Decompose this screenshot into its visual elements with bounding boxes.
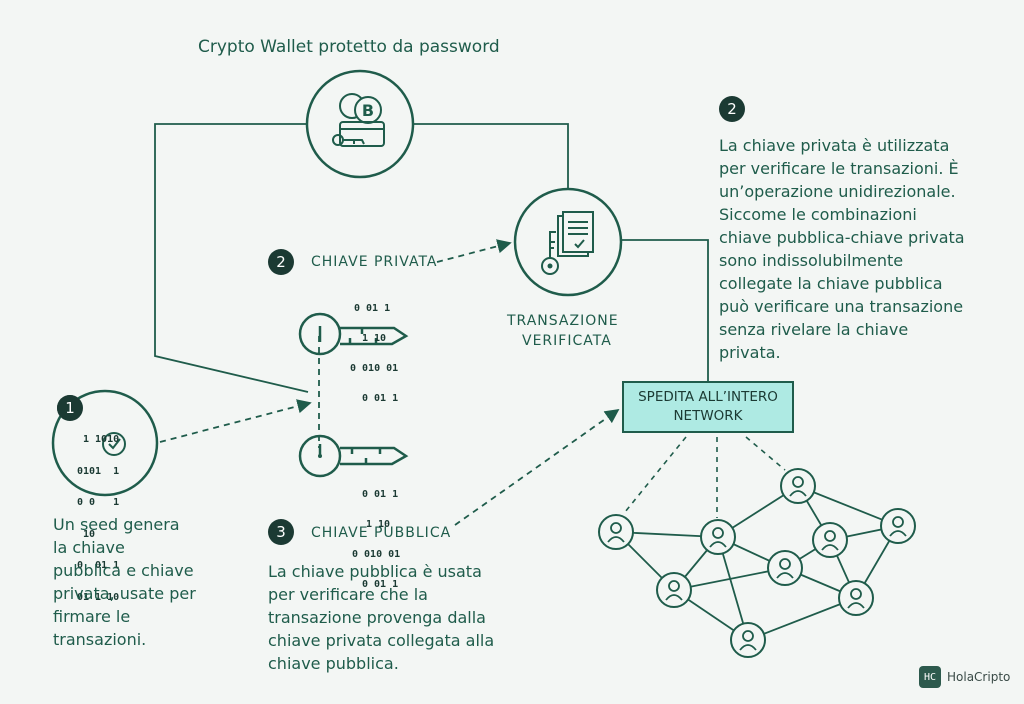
- seed-description-line: firmare le: [53, 607, 131, 626]
- public-key-binary-row: 0 01 1: [362, 579, 399, 590]
- seed-binary-row: 01 1 10: [77, 591, 120, 603]
- seed-arrow: [159, 399, 312, 443]
- peer-node-icon: [598, 514, 634, 550]
- peer-node-icon: [767, 550, 803, 586]
- public-key-description-line: per verificare che la: [268, 585, 428, 604]
- private-key-binary-row: 0 010 01: [350, 363, 399, 374]
- transaction-to-network-line: [620, 239, 709, 381]
- private-key-binary-row: 0 01 1: [362, 393, 399, 404]
- public-key-icon: [298, 434, 409, 478]
- network-drop-1: [624, 436, 687, 513]
- network-box-line: SPEDITA ALL’INTERO: [638, 389, 778, 405]
- verified-transaction-icon: [513, 187, 623, 297]
- peer-node-icon: [656, 572, 692, 608]
- transaction-label-line-2: VERIFICATA: [522, 333, 612, 349]
- public-key-description-line: chiave pubblica.: [268, 654, 399, 673]
- seed-binary-row: 0 0 1: [77, 497, 120, 508]
- seed-binary-row: 0 01 1: [77, 560, 120, 571]
- wallet-title: Crypto Wallet protetto da password: [198, 37, 500, 57]
- explanation-text: La chiave privata è utilizzata per verif…: [719, 134, 965, 364]
- explanation-line: collegate la chiave pubblica: [719, 274, 943, 293]
- transaction-label-line-1: TRANSAZIONE: [507, 313, 619, 329]
- seed-description-line: transazioni.: [53, 630, 147, 649]
- private-key-binary-row: 0 01 1: [354, 303, 391, 314]
- seed-description-line: la chiave: [53, 538, 125, 557]
- svg-text:B: B: [362, 101, 374, 120]
- network-link: [673, 567, 786, 591]
- public-key-label: CHIAVE PUBBLICA: [311, 525, 452, 541]
- explanation-badge: 2: [719, 96, 745, 122]
- peer-network-graph: [598, 468, 916, 658]
- private-key-badge: 2: [268, 249, 294, 275]
- public-key-binary-row: 0 010 01: [352, 549, 401, 560]
- peer-node-icon: [880, 508, 916, 544]
- explanation-line: chiave pubblica-chiave privata: [719, 228, 965, 247]
- seed-binary-row: 0101 1: [77, 465, 120, 477]
- peer-node-icon: [780, 468, 816, 504]
- explanation-line: senza rivelare la chiave: [719, 320, 909, 339]
- seed-badge-overlay: 1: [57, 395, 83, 421]
- explanation-line: un’operazione unidirezionale.: [719, 182, 956, 201]
- wallet-to-seed-line: [154, 123, 309, 393]
- explanation-line: sono indissolubilmente: [719, 251, 904, 270]
- seed-description-line: Un seed genera: [53, 515, 180, 534]
- seed-description-line: pubblica e chiave: [53, 561, 194, 580]
- explanation-line: può verificare una transazione: [719, 297, 964, 316]
- public-key-binary: 0 01 1 1 10 0 010 01 0 01 1: [340, 470, 400, 610]
- wallet-icon: B: [305, 69, 415, 179]
- public-key-description-line: chiave privata collegata alla: [268, 631, 495, 650]
- public-key-binary-row: 1 10: [366, 519, 391, 530]
- peer-node-icon: [700, 519, 736, 555]
- peer-node-icon: [730, 622, 766, 658]
- seed-binary-row: 10: [83, 528, 126, 540]
- public-key-arrow: [454, 408, 620, 526]
- public-key-description: La chiave pubblica è usata per verificar…: [268, 560, 494, 675]
- public-key-binary-row: 0 01 1: [362, 489, 399, 500]
- peer-node-icon: [838, 580, 874, 616]
- seed-description-line: privata, usate per: [53, 584, 196, 603]
- seed-binary-row: 1 1010: [83, 434, 120, 445]
- brand-logo: HC HolaCripto: [919, 666, 1010, 688]
- private-key-binary: 0 01 1 1 10 0 010 01 0 01 1: [340, 284, 398, 424]
- private-key-label: CHIAVE PRIVATA: [311, 254, 438, 270]
- seed-description: Un seed genera la chiave pubblica e chia…: [53, 513, 196, 651]
- private-key-icon: [298, 312, 409, 356]
- explanation-line: Siccome le combinazioni: [719, 205, 917, 224]
- public-key-description-line: transazione provenga dalla: [268, 608, 486, 627]
- explanation-line: La chiave privata è utilizzata: [719, 136, 950, 155]
- seed-binary: 1 1010 0101 1 0 0 1 10 0 01 1 01 1 10: [77, 414, 125, 624]
- public-key-description-line: La chiave pubblica è usata: [268, 562, 482, 581]
- private-key-arrow: [436, 239, 512, 263]
- peer-node-icon: [812, 522, 848, 558]
- brand-name: HolaCripto: [947, 670, 1011, 684]
- explanation-line: privata.: [719, 343, 781, 362]
- network-broadcast-box: SPEDITA ALL’INTERO NETWORK: [622, 381, 794, 433]
- wallet-to-transaction-line: [413, 123, 569, 196]
- network-box-line: NETWORK: [673, 408, 743, 424]
- public-key-badge: 3: [268, 519, 294, 545]
- network-link: [747, 597, 857, 641]
- brand-mark: HC: [919, 666, 941, 688]
- network-drop-3: [745, 436, 786, 471]
- explanation-line: per verificare le transazioni. È: [719, 159, 959, 178]
- private-key-binary-row: 1 10: [362, 333, 387, 344]
